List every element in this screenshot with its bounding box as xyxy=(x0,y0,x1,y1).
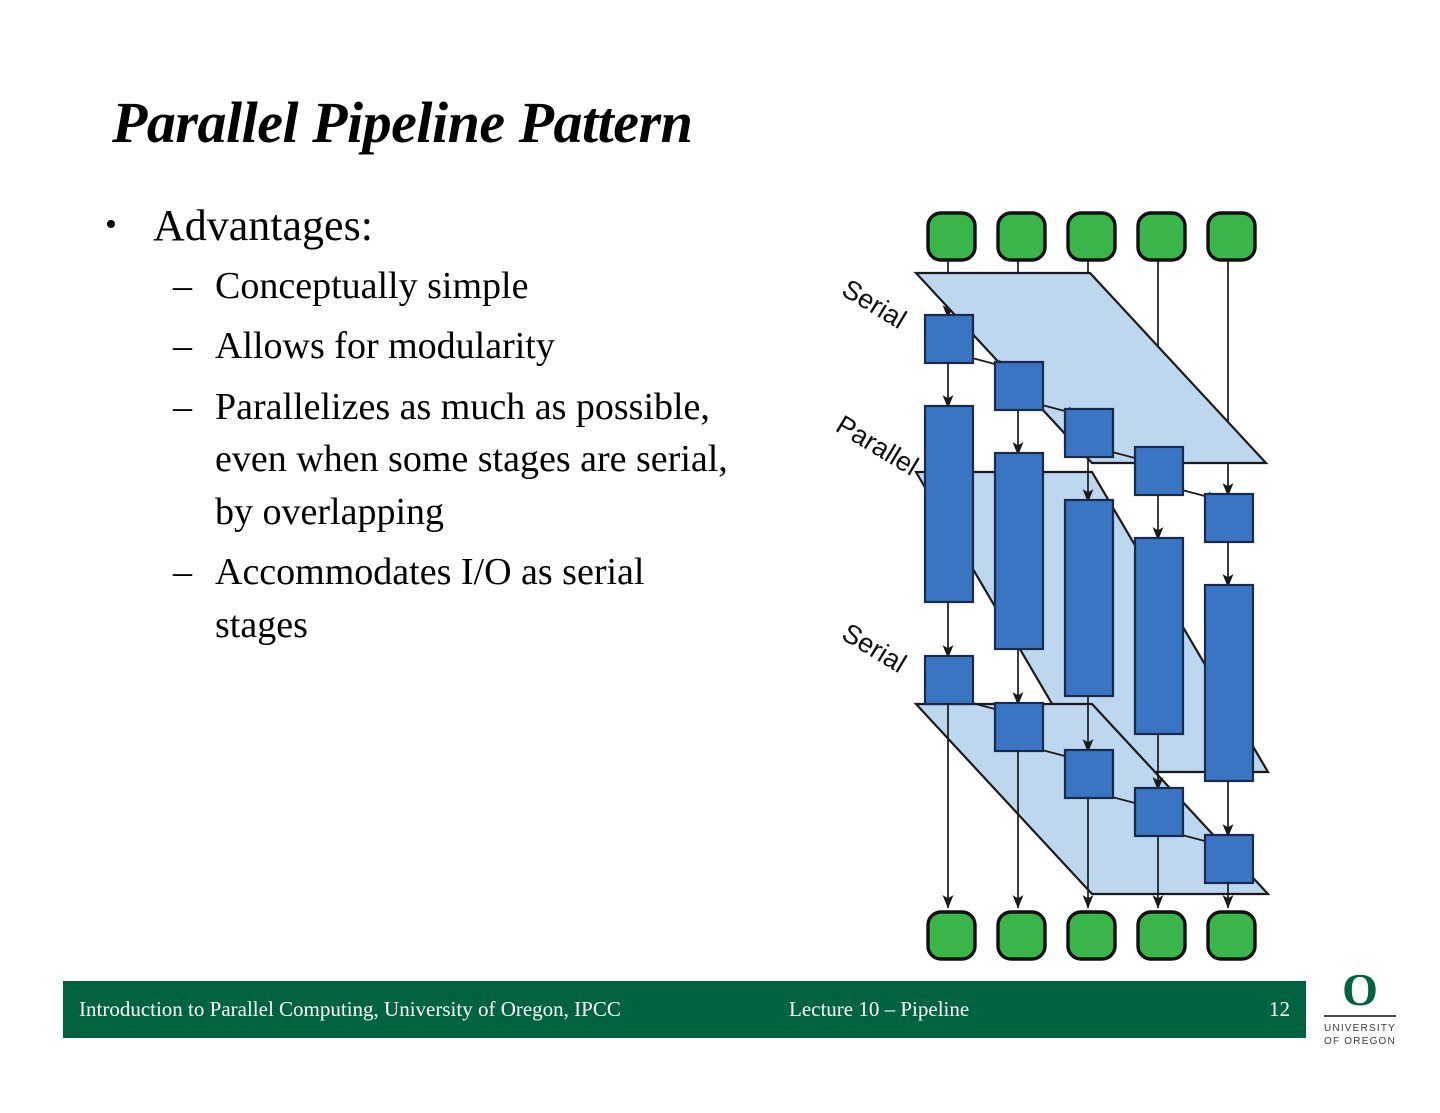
band-label-serial-top: Serial xyxy=(837,273,912,334)
logo-line-university: UNIVERSITY xyxy=(1323,1023,1396,1034)
stage-box xyxy=(1203,492,1255,544)
input-tokens xyxy=(926,211,1257,262)
bullet-marker-dash: – xyxy=(173,551,192,594)
bullet-item-allows-modularity: – Allows for modularity xyxy=(173,320,825,372)
bullet-text: Accommodates I/O as serial stages xyxy=(215,551,645,646)
token-box xyxy=(1066,910,1117,961)
band-label-serial-bottom: Serial xyxy=(837,617,912,678)
university-of-oregon-logo: O UNIVERSITY OF OREGON xyxy=(1318,964,1402,1060)
serial-top-stages xyxy=(923,313,1255,544)
pipeline-exit-lines xyxy=(942,703,1234,909)
bullet-marker-dash: – xyxy=(173,385,192,428)
serial-bottom-stages xyxy=(923,654,1255,885)
parallel-pipeline-diagram: Serial Parallel Serial xyxy=(820,190,1320,980)
stage-box xyxy=(993,451,1045,651)
stage-box xyxy=(1063,407,1115,459)
footer-bar: Introduction to Parallel Computing, Univ… xyxy=(63,981,1306,1038)
token-box xyxy=(926,910,977,961)
token-box xyxy=(1136,211,1187,262)
stage-box xyxy=(1133,536,1185,736)
stage-box xyxy=(1203,833,1255,885)
bullet-item-advantages: • Advantages: xyxy=(105,200,825,252)
token-box xyxy=(996,910,1047,961)
bullet-marker-dot: • xyxy=(105,206,117,243)
footer-course-text: Introduction to Parallel Computing, Univ… xyxy=(79,997,621,1021)
bullet-item-conceptually-simple: – Conceptually simple xyxy=(173,260,825,312)
bullet-item-parallelizes: – Parallelizes as much as possible, even… xyxy=(173,381,825,538)
stage-box xyxy=(993,701,1045,753)
logo-divider xyxy=(1324,1015,1396,1017)
bullet-text: Advantages: xyxy=(153,201,373,250)
token-box xyxy=(1136,910,1187,961)
parallel-stages xyxy=(923,404,1255,783)
stage-box xyxy=(1133,445,1185,497)
stage-box xyxy=(1063,748,1115,800)
bullet-text: Allows for modularity xyxy=(215,325,555,368)
parallel-to-serial-arrows xyxy=(942,602,1234,838)
band-label-parallel: Parallel xyxy=(831,409,924,481)
footer-lecture-text: Lecture 10 – Pipeline xyxy=(789,997,970,1021)
stage-box xyxy=(923,404,975,604)
token-box xyxy=(1206,910,1257,961)
page-title: Parallel Pipeline Pattern xyxy=(112,90,693,155)
serial-to-parallel-arrows xyxy=(942,363,1234,588)
stage-box xyxy=(1063,498,1115,698)
bullet-marker-dash: – xyxy=(173,325,192,368)
output-tokens xyxy=(926,910,1257,961)
footer-page-number: 12 xyxy=(1269,997,1290,1021)
bullet-text: Parallelizes as much as possible, even w… xyxy=(215,385,728,533)
stage-box xyxy=(1203,583,1255,783)
uo-o-mark-icon: O xyxy=(1342,964,1378,1015)
bullet-item-accommodates-io: – Accommodates I/O as serial stages xyxy=(173,546,825,651)
token-box xyxy=(996,211,1047,262)
stage-box xyxy=(923,313,975,365)
token-box xyxy=(926,211,977,262)
bullet-list: • Advantages: – Conceptually simple – Al… xyxy=(105,200,825,651)
token-box xyxy=(1066,211,1117,262)
stage-box xyxy=(923,654,975,706)
bullet-text: Conceptually simple xyxy=(215,264,529,307)
bullet-marker-dash: – xyxy=(173,264,192,307)
token-box xyxy=(1206,211,1257,262)
stage-box xyxy=(1133,786,1185,838)
logo-line-oregon: OF OREGON xyxy=(1324,1036,1396,1047)
stage-box xyxy=(993,360,1045,412)
